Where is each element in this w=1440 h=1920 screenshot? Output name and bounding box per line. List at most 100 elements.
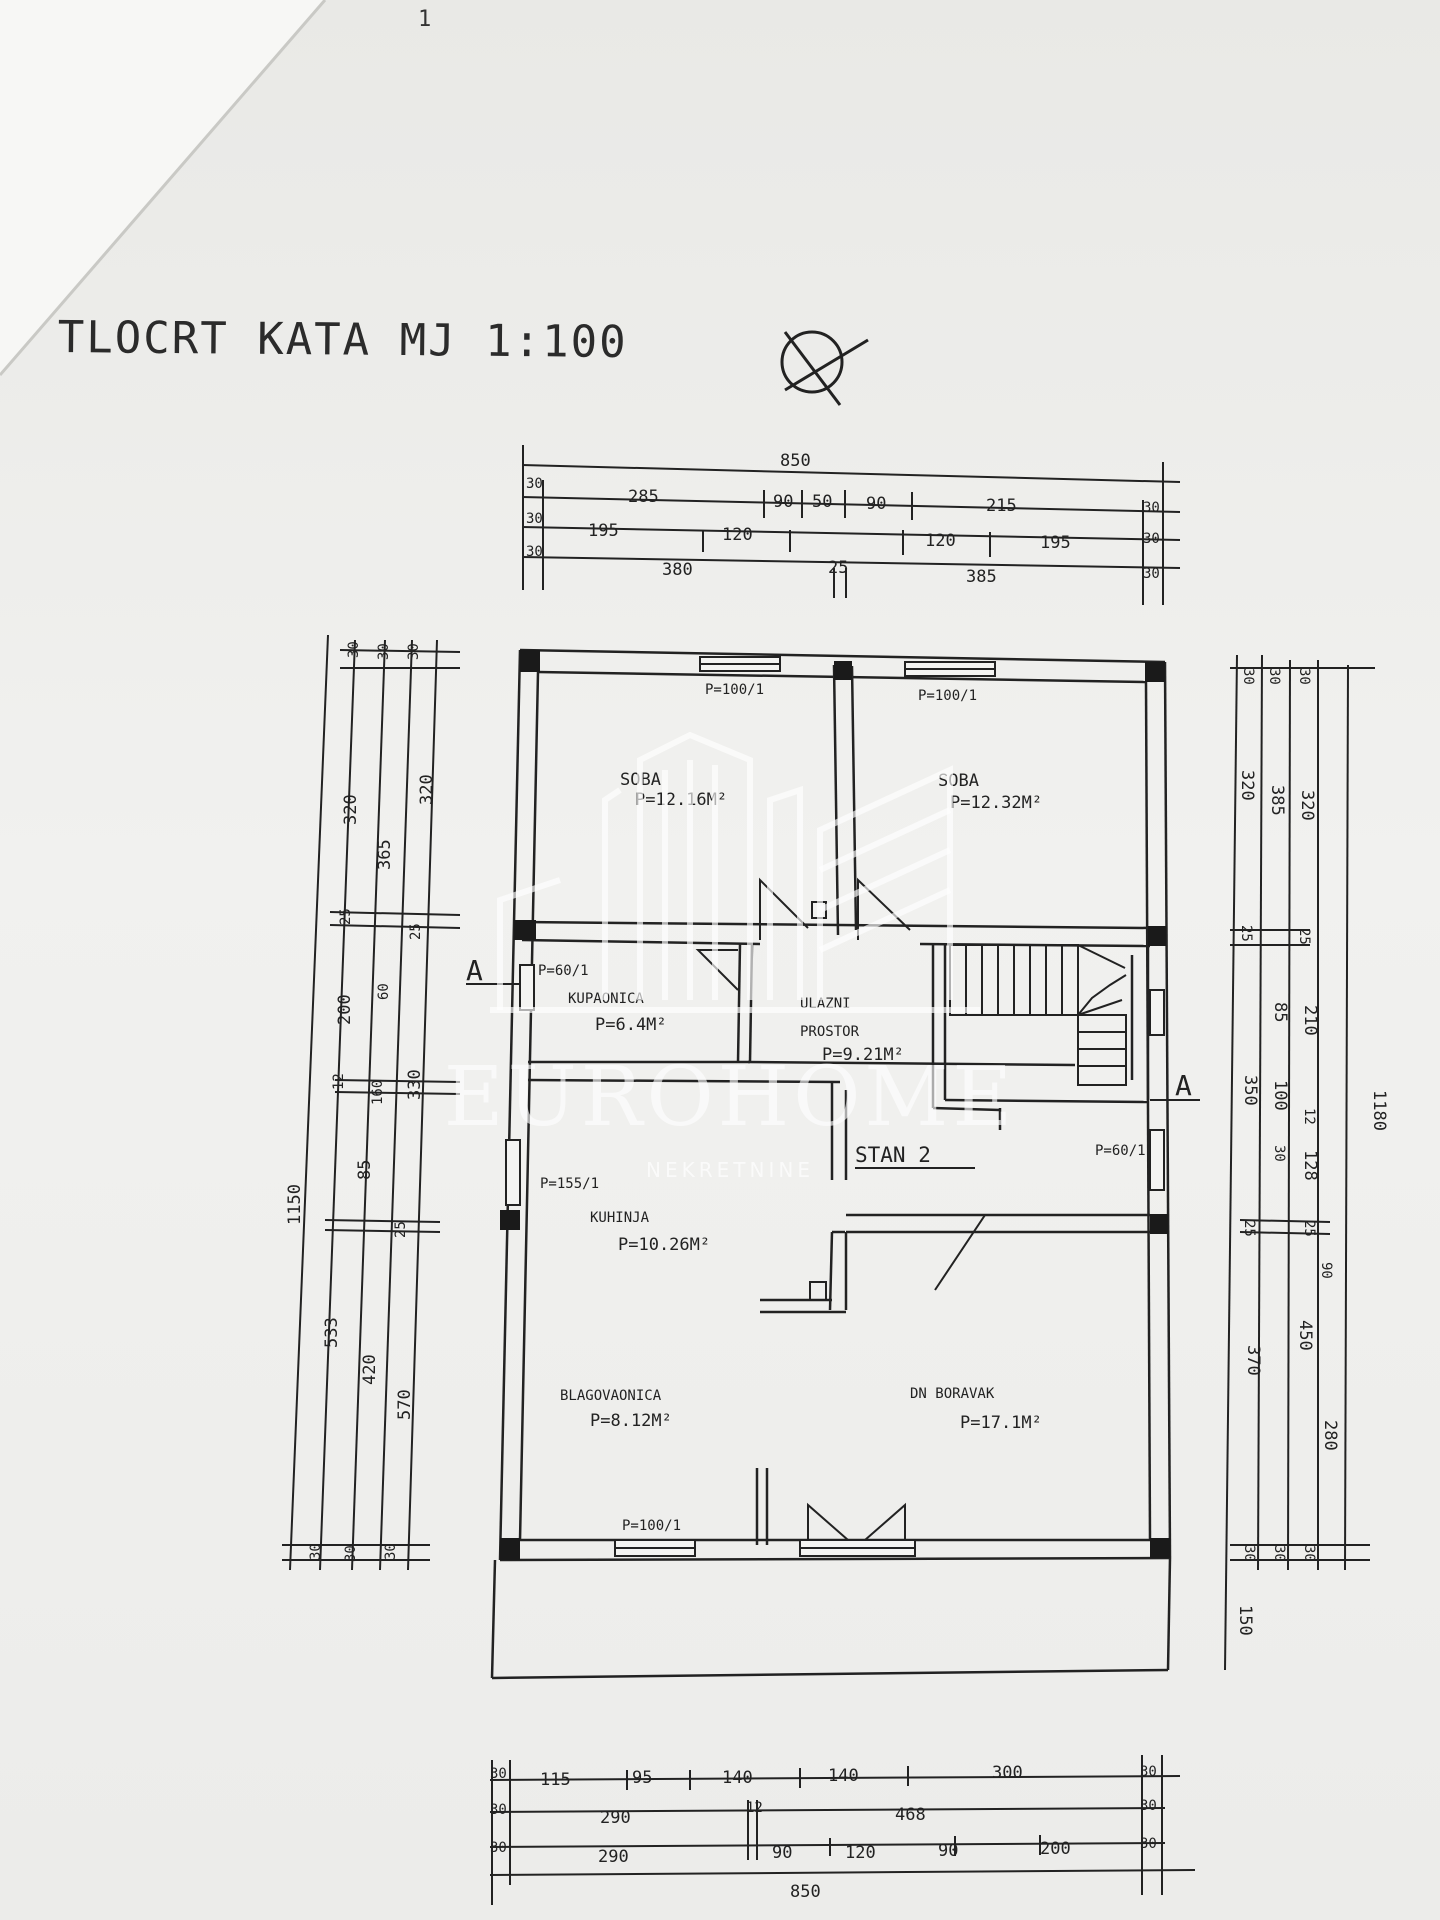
opening-top-right: P=100/1: [918, 688, 977, 704]
dim-top-r2-5: 30: [1143, 531, 1160, 547]
dim-right-c2-3: 100: [1270, 1080, 1290, 1111]
dimension-chain-right: [1224, 654, 1375, 1671]
room-blagovaonica-name: BLAGOVAONICA: [560, 1388, 662, 1404]
dim-top-r2-1: 195: [588, 521, 619, 541]
dim-bottom-r1-4: 140: [828, 1766, 859, 1786]
dim-right-total: 1180: [1369, 1090, 1389, 1131]
dim-top-r2-2: 120: [722, 525, 753, 545]
dim-right-c1-2: 25: [1238, 925, 1254, 942]
dim-top-r1-1: 285: [628, 487, 659, 507]
dim-left-c3-1: 320: [417, 774, 437, 805]
dim-left-c2-4: 30: [343, 1545, 359, 1562]
dim-left-c2-0: 30: [376, 643, 392, 660]
section-mark-left: A: [466, 954, 483, 987]
dim-top-r2-0: 30: [526, 511, 543, 527]
watermark-brand: EUROHOME: [443, 1050, 1017, 1145]
watermark-building-icon: [490, 731, 980, 1013]
section-mark-right: A: [1175, 1069, 1192, 1102]
dim-bottom-r1-2: 95: [632, 1768, 652, 1788]
dim-right-c3-8: 280: [1320, 1420, 1340, 1451]
dim-right-c2-5: 450: [1295, 1320, 1315, 1351]
dim-top-r3-0: 30: [526, 544, 543, 560]
dim-right-c3-0: 30: [1296, 668, 1312, 685]
dim-left-total: 1150: [285, 1184, 305, 1225]
dim-top-r3-3: 385: [966, 567, 997, 587]
dim-right-c3-4: 12: [1301, 1108, 1317, 1125]
dim-right-c1-6: 30: [1241, 1545, 1257, 1562]
dim-top-r2-4: 195: [1040, 533, 1071, 553]
dim-top-total: 850: [780, 451, 811, 471]
dim-right-c1-0: 30: [1240, 668, 1256, 685]
dim-left-c1-0: 30: [346, 641, 362, 658]
dim-bottom-total: 850: [790, 1882, 821, 1902]
dim-left-c3-5: 30: [383, 1543, 399, 1560]
dim-left-c1-7: 420: [360, 1354, 380, 1385]
dim-left-c3-3: 330: [405, 1069, 425, 1100]
dim-top-r1-5: 215: [986, 496, 1017, 516]
room-kuhinja-area: P=10.26M²: [618, 1235, 710, 1255]
dim-top-r3-4: 30: [1143, 566, 1160, 582]
dim-bottom-r3-1: 290: [598, 1847, 629, 1867]
dim-right-c1-5: 370: [1243, 1345, 1263, 1376]
dim-left-c1-5: 85: [355, 1160, 375, 1180]
dim-left-c2-3: 160: [370, 1080, 386, 1105]
dim-left-outer: 533: [322, 1317, 342, 1348]
dim-top-r2-3: 120: [925, 531, 956, 551]
dim-bottom-r3-6: 30: [1140, 1836, 1157, 1852]
room-kuhinja-name: KUHINJA: [590, 1210, 650, 1226]
dim-top-r1-0: 30: [526, 476, 543, 492]
room-dnevni-boravak-name: DN BORAVAK: [910, 1386, 995, 1402]
room-dnevni-boravak-area: P=17.1M²: [960, 1413, 1042, 1433]
room-kupaonica-area: P=6.4M²: [595, 1015, 667, 1035]
dim-top-r1-4: 90: [866, 494, 886, 514]
dim-bottom-r3-3: 120: [845, 1843, 876, 1863]
dim-bottom-r1-0: 30: [490, 1766, 507, 1782]
dim-right-c3-6: 25: [1301, 1220, 1317, 1237]
dim-bottom-r2-2: 12: [746, 1800, 763, 1816]
dim-right-c2-6: 30: [1271, 1545, 1287, 1562]
dim-left-c1-1: 320: [341, 794, 361, 825]
dim-bottom-r3-4: 90: [938, 1841, 958, 1861]
dim-top-r3-1: 380: [662, 560, 693, 580]
dim-bottom-r1-3: 140: [722, 1768, 753, 1788]
dim-right-c1-4: 25: [1241, 1220, 1257, 1237]
dim-right-c1-1: 320: [1237, 770, 1257, 801]
dim-left-c3-2: 25: [408, 923, 424, 940]
opening-top-left: P=100/1: [705, 682, 764, 698]
dim-right-c3-5: 128: [1300, 1150, 1320, 1181]
dim-left-c1-2: 25: [338, 908, 354, 925]
room-ulazni-line2: PROSTOR: [800, 1024, 860, 1040]
corner-mark: 1: [418, 7, 431, 32]
north-arrow-icon: [780, 330, 869, 406]
dim-bottom-r3-2: 90: [772, 1843, 792, 1863]
doors: [695, 877, 987, 1541]
dim-right-c2-0: 30: [1266, 668, 1282, 685]
structural-columns: [500, 650, 1170, 1560]
dim-right-c2-4: 30: [1271, 1145, 1287, 1162]
opening-bottom-left: P=100/1: [622, 1518, 681, 1534]
dim-left-c3-4: 570: [395, 1389, 415, 1420]
dim-bottom-r3-0: 30: [490, 1840, 507, 1856]
watermark-subtitle: NEKRETNINE: [646, 1158, 814, 1182]
dim-right-c3-1: 320: [1297, 790, 1317, 821]
dim-bottom-r1-5: 300: [992, 1763, 1023, 1783]
dim-right-c3-9: 30: [1301, 1545, 1317, 1562]
room-stan-label: STAN 2: [855, 1143, 931, 1167]
opening-stan: P=60/1: [1095, 1143, 1146, 1159]
dimension-chain-left: [282, 634, 461, 1571]
room-soba-right-area: P=12.32M²: [950, 793, 1042, 813]
dim-bottom-r3-5: 200: [1040, 1839, 1071, 1859]
dim-left-c1-6: 25: [393, 1221, 409, 1238]
dim-right-c1-3: 350: [1240, 1075, 1260, 1106]
room-soba-left-area: P=12.16M²: [635, 790, 727, 810]
dim-left-c2-2: 60: [376, 983, 392, 1000]
dim-right-c2-1: 385: [1267, 785, 1287, 816]
room-blagovaonica-area: P=8.12M²: [590, 1411, 672, 1431]
dim-bottom-r1-6: 30: [1140, 1764, 1157, 1780]
dim-top-r1-3: 50: [812, 492, 832, 512]
dim-bottom-r2-1: 290: [600, 1808, 631, 1828]
dim-bottom-r2-3: 468: [895, 1805, 926, 1825]
